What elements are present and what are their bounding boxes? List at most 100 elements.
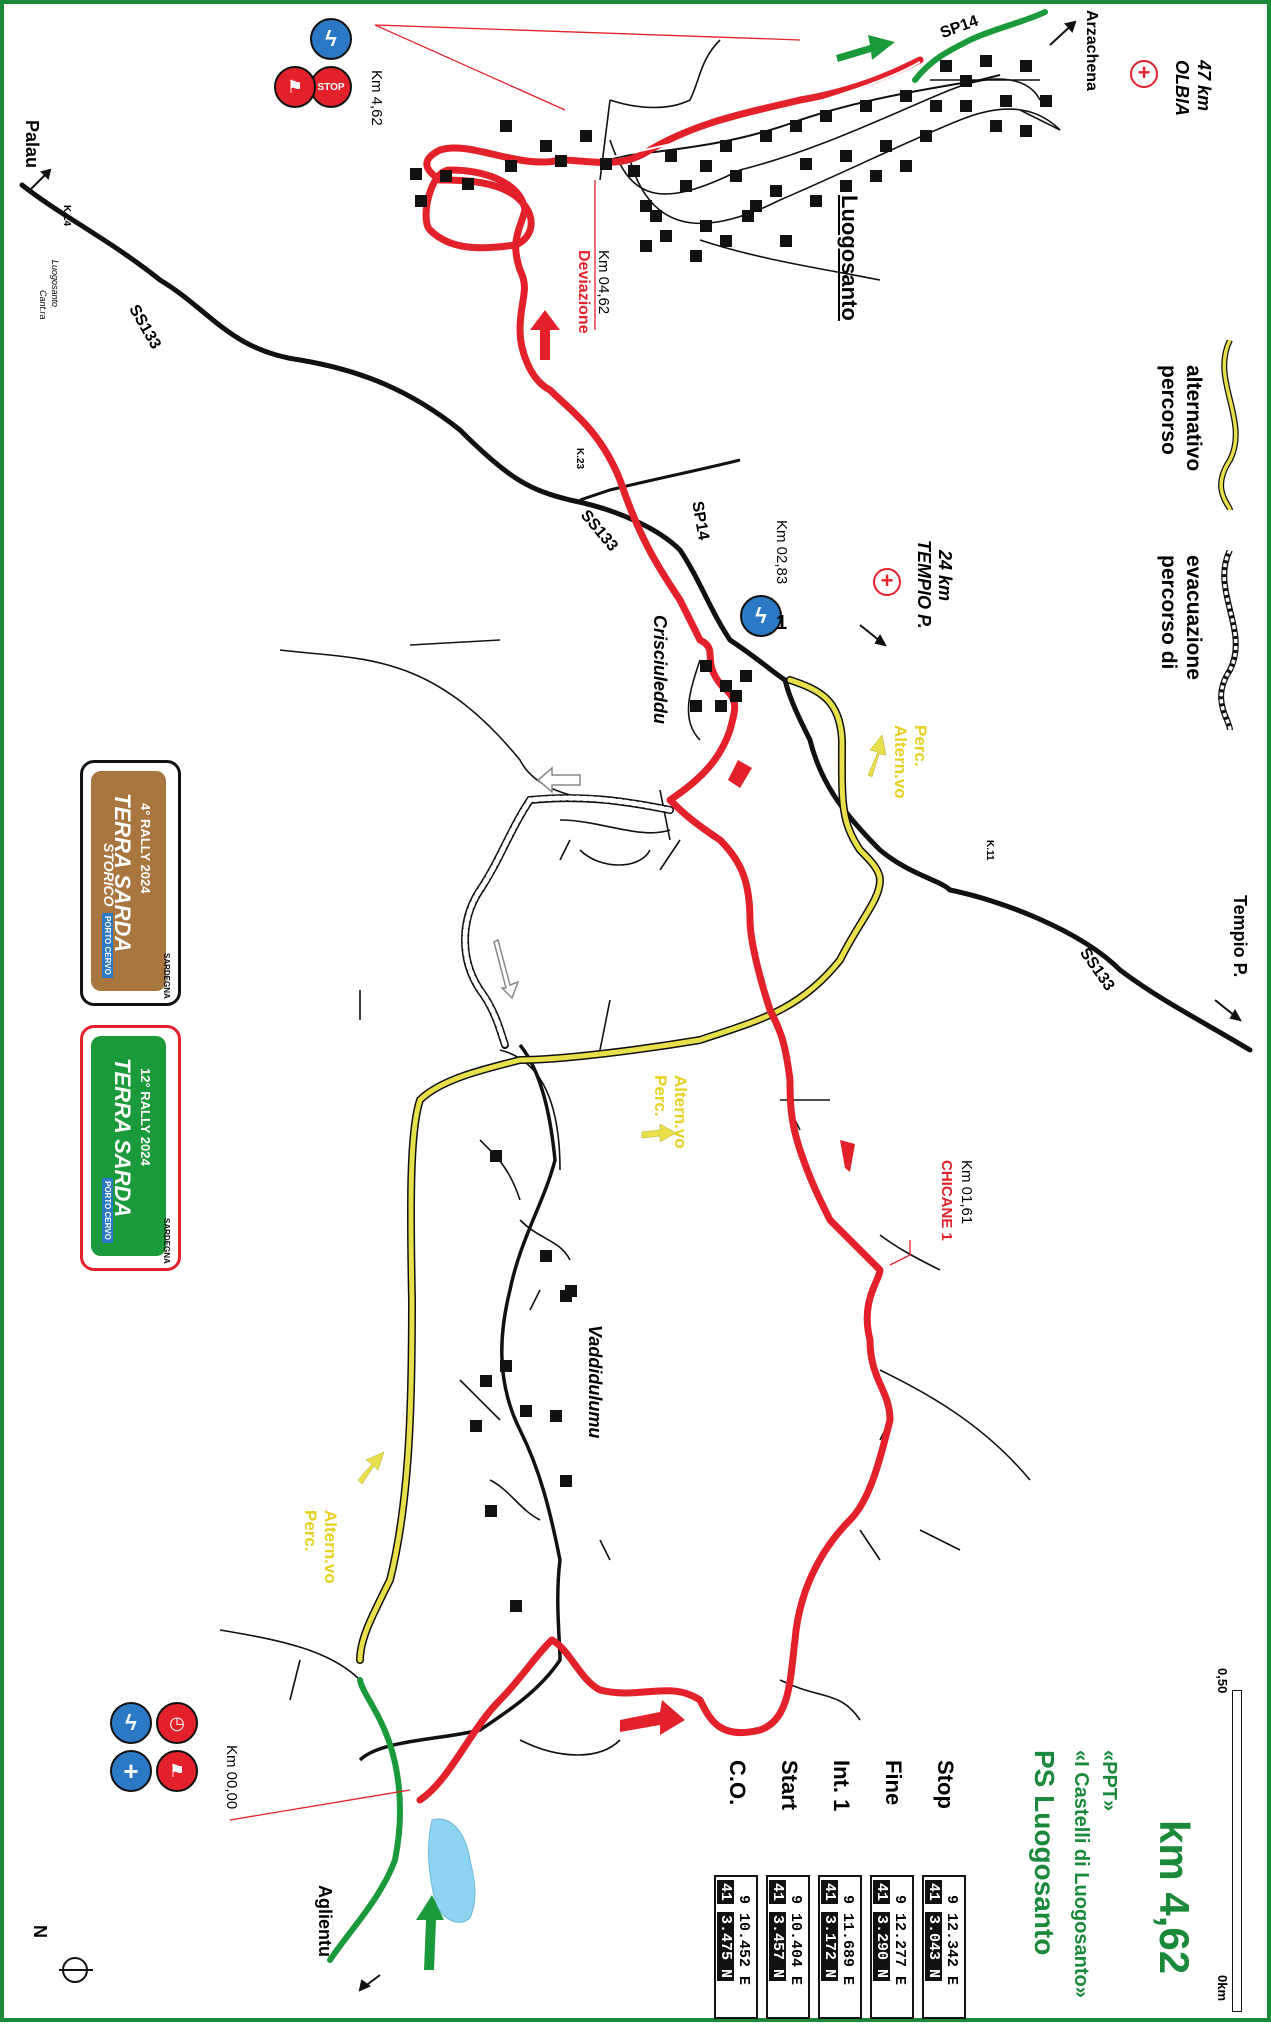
label-arzachena: Arzachena — [1083, 10, 1100, 91]
title-sub1: «I Castelli di Luogosanto» — [1070, 1750, 1092, 1998]
building — [930, 100, 942, 112]
legend-alt-line1: percorso — [1157, 365, 1180, 455]
building — [990, 120, 1002, 132]
label-cantra-sub: Luogosanto — [50, 260, 60, 308]
building — [415, 195, 427, 207]
building — [640, 200, 652, 212]
timetable-label: Stop — [933, 1760, 958, 1809]
title-km: km 4,62 — [1151, 1820, 1198, 1975]
building — [690, 250, 702, 262]
label-olbia: OLBIA — [1172, 60, 1192, 116]
building — [940, 60, 952, 72]
logo1-porto: PORTO CERVO — [102, 1178, 113, 1243]
label-luogosanto: Luogosanto — [837, 195, 862, 321]
building — [870, 170, 882, 182]
label-km-000: Km 00,00 — [223, 1745, 240, 1810]
timetable-lat-deg: 41 — [769, 1880, 786, 1905]
building — [810, 195, 822, 207]
building — [650, 210, 662, 222]
building — [500, 1360, 512, 1372]
building — [740, 670, 752, 682]
building — [665, 150, 677, 162]
building — [680, 180, 692, 192]
legend-evac-line1: percorso di — [1157, 555, 1180, 670]
ss133-road — [19, 182, 1253, 1053]
label-perc-alt-1b: Altern.vo — [891, 725, 910, 799]
label-tempio: Tempio P. — [1230, 895, 1250, 978]
scale-bar — [1232, 1690, 1242, 2012]
label-vaddidulumu: Vaddidulumu — [585, 1325, 605, 1439]
flag-icon: ⚑ — [274, 66, 316, 108]
label-deviazione: Deviazione — [575, 250, 592, 334]
stage-route — [416, 56, 924, 1804]
transfer-end — [912, 9, 1048, 83]
building — [980, 55, 992, 67]
building — [880, 140, 892, 152]
building — [800, 158, 812, 170]
timetable-label: Fine — [881, 1760, 906, 1806]
building — [820, 110, 832, 122]
building — [960, 75, 972, 87]
evac-arrows — [493, 766, 581, 1000]
building — [520, 1405, 532, 1417]
building — [770, 185, 782, 197]
building — [660, 230, 672, 242]
legend-alt-swatch — [1218, 340, 1239, 510]
building — [440, 170, 452, 182]
legend-evac-swatch — [1218, 550, 1239, 730]
building — [690, 700, 702, 712]
building — [860, 100, 872, 112]
label-perc-alt-3a: Perc. — [301, 1510, 320, 1552]
label-chicane-km: Km 01,61 — [958, 1160, 975, 1225]
label-crisciuleddu: Crisciuleddu — [650, 615, 670, 725]
building — [760, 130, 772, 142]
timetable-lon: 9 12.342 E — [943, 1895, 960, 1986]
vaddidulumu-road — [358, 1043, 562, 1762]
building — [700, 660, 712, 672]
alternative-route-fill — [357, 677, 883, 1663]
legend-alt-line2: alternativo — [1182, 365, 1205, 472]
timetable-label: Start — [777, 1760, 802, 1811]
building — [700, 160, 712, 172]
label-k23: K.23 — [574, 448, 585, 470]
timetable-lat-deg: 41 — [873, 1880, 890, 1905]
scale-half: 0,50 — [1215, 1668, 1230, 1694]
timetable-lat: 3.290 N — [873, 1912, 890, 1982]
callouts — [229, 24, 911, 1821]
medical-icon: + — [110, 1750, 152, 1792]
building — [742, 210, 754, 222]
label-perc-alt-1a: Perc. — [911, 725, 930, 767]
label-aglientu: Aglientu — [315, 1885, 335, 1957]
building — [900, 90, 912, 102]
timetable-lat: 3.172 N — [821, 1912, 838, 1982]
logo-terra-sarda: 12° RALLY 2024 TERRA SARDA SARDEGNA PORT… — [80, 1025, 181, 1271]
building — [1020, 125, 1032, 137]
logo1-line1: 12° RALLY 2024 — [138, 1068, 153, 1166]
label-olbia-km: 47 km — [1194, 60, 1214, 112]
timetable-lat-deg: 41 — [925, 1880, 942, 1905]
building — [960, 100, 972, 112]
building — [720, 235, 732, 247]
building — [628, 165, 640, 177]
timetable-lon: 9 10.452 E — [735, 1895, 752, 1986]
logo2-line1: 4° RALLY 2024 — [138, 803, 153, 894]
start-flag-icon: ⚑ — [156, 1750, 198, 1792]
building — [490, 1150, 502, 1162]
road-arrows — [29, 20, 1242, 1992]
timetable-label: Int. 1 — [829, 1760, 854, 1812]
building — [900, 160, 912, 172]
building — [505, 160, 517, 172]
buildings — [410, 55, 1052, 1612]
title-ps: PS Luogosanto — [1029, 1750, 1060, 1956]
legend — [1140, 340, 1260, 740]
building — [485, 1505, 497, 1517]
building — [840, 150, 852, 162]
building — [790, 120, 802, 132]
building — [550, 1410, 562, 1422]
finish-signs: ϟ STOP ⚑ — [274, 18, 370, 138]
stop-sign-text: STOP — [317, 81, 345, 93]
logo2-line3: STORICO — [101, 843, 117, 907]
label-k11: K.11 — [984, 840, 995, 861]
